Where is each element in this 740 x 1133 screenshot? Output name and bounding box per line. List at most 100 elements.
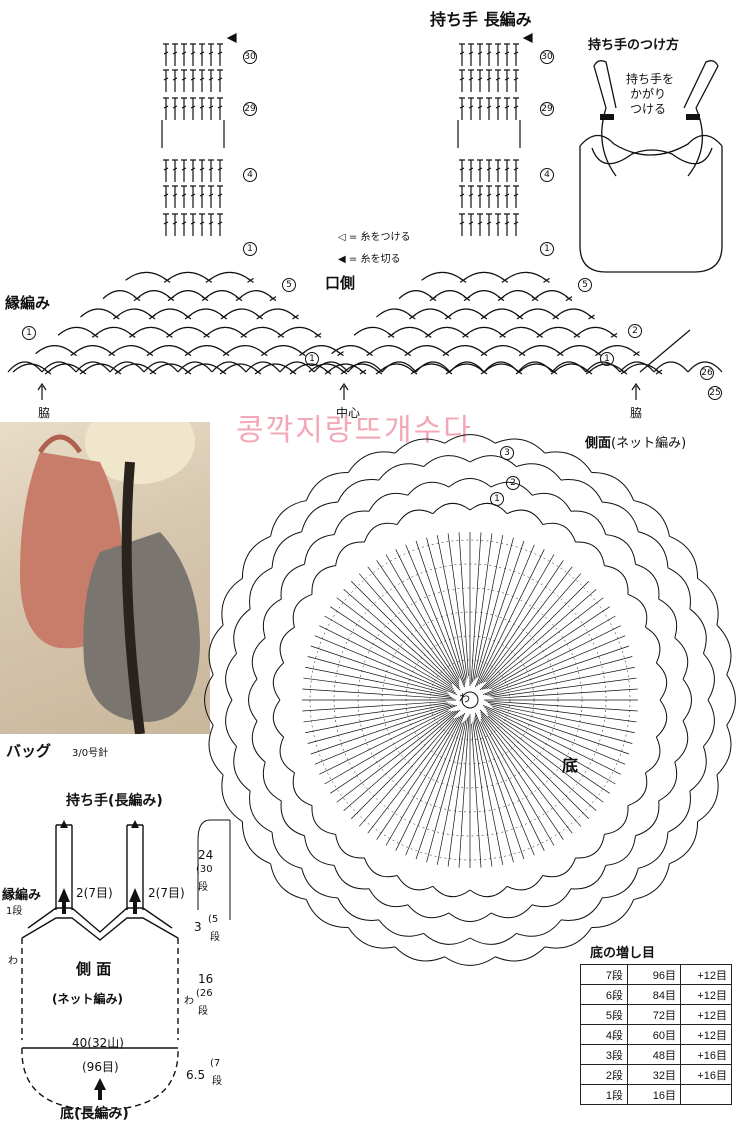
chain-arch: [262, 761, 282, 802]
table-cell: +16目: [680, 1044, 732, 1065]
row-number: 29: [243, 102, 257, 116]
chain-arch: [222, 363, 259, 373]
dim-handle: 24: [198, 848, 214, 862]
radial-stitch: [385, 715, 462, 846]
chain-arch: [143, 361, 179, 373]
chain-arch: [534, 290, 570, 300]
chain-arch: [619, 361, 655, 373]
chain-arch: [279, 361, 315, 373]
radial-stitch: [473, 719, 504, 865]
chain-arch: [396, 875, 434, 891]
chain-arch: [531, 888, 572, 908]
chain-arch: [12, 363, 49, 373]
chain-arch: [238, 290, 274, 300]
handle-stitch: [181, 213, 187, 236]
radial-stitch: [487, 715, 597, 812]
dim-edge: 3: [194, 920, 202, 934]
radial-stitch: [415, 540, 466, 685]
edge-line: [639, 329, 691, 373]
radial-stitch: [489, 703, 635, 734]
chain-arch: [432, 886, 471, 898]
chain-arch: [257, 363, 294, 373]
chain-arch: [407, 481, 450, 496]
handle-stitch: [504, 43, 510, 66]
chain-arch: [407, 345, 447, 355]
handle-stitch: [468, 213, 474, 236]
chain-arch: [697, 774, 719, 823]
bottom-schematic-label: 底(長編み): [60, 1106, 129, 1122]
ring-right: わ: [184, 996, 194, 1007]
row-number: 2: [506, 470, 520, 490]
chain-arch: [490, 904, 533, 919]
sc-mark: [543, 277, 550, 283]
chain-arch: [553, 363, 590, 373]
center-label: 中心: [336, 406, 361, 420]
needle-label: 3/0号針: [72, 748, 109, 759]
chain-arch: [669, 821, 699, 865]
radial-stitch: [447, 717, 468, 867]
handle-stitch: [477, 213, 483, 236]
chain-arch: [204, 290, 240, 300]
radial-stitch: [482, 635, 626, 695]
radial-stitch: [474, 715, 525, 860]
chain-arch: [447, 308, 485, 318]
handle-title: 持ち手 長編み: [430, 10, 532, 29]
handle-stitch: [163, 185, 169, 208]
chain-arch: [658, 761, 678, 802]
handle-gap-line: [161, 120, 225, 148]
chain-arch: [597, 345, 637, 355]
row-ring: [405, 635, 535, 765]
sc-mark: [633, 351, 640, 357]
radial-stitch: [479, 580, 590, 691]
chain-arch: [94, 326, 133, 336]
chain-arch: [177, 361, 213, 373]
chain-arch: [605, 835, 636, 866]
chain-arch: [602, 501, 639, 532]
chain-arch: [444, 434, 496, 444]
chain-arch: [415, 361, 451, 373]
handle-stitch: [163, 213, 169, 236]
chain-arch: [271, 832, 302, 869]
dim-bottom: 6.5: [186, 1068, 206, 1082]
attach-note-3: つける: [630, 102, 667, 116]
chain-arch: [233, 608, 251, 654]
chain-arch: [337, 897, 379, 921]
handle-stitch: [181, 43, 187, 66]
table-cell: 1段: [580, 1084, 628, 1105]
chain-arch: [263, 345, 303, 355]
chain-arch: [311, 805, 336, 835]
handle-stitch: [459, 185, 465, 208]
radial-stitch: [493, 688, 638, 699]
sc-mark: [565, 296, 573, 302]
handle-stitch: [486, 69, 492, 92]
chain-arch: [125, 271, 168, 281]
handle-stitch: [190, 159, 196, 182]
handle-stitch: [513, 185, 519, 208]
table-cell: 3段: [580, 1044, 628, 1065]
handle-stitch: [504, 97, 510, 120]
chain-arch: [262, 598, 282, 639]
chain-arch: [469, 502, 508, 514]
watermark-text: 콩깍지랑뜨개수다: [236, 413, 473, 448]
attach-note-2: かがり: [630, 87, 667, 101]
radial-stitch: [405, 544, 465, 688]
chain-arch: [204, 674, 214, 726]
chain-arch: [506, 875, 544, 891]
chain-arch: [331, 345, 371, 355]
chain-arch: [311, 565, 336, 595]
handle-stitch: [217, 43, 223, 66]
chain-arch: [432, 290, 468, 300]
handle-stitch: [459, 213, 465, 236]
chain-arch: [225, 699, 237, 747]
chain-arch: [304, 534, 335, 565]
marker-arrow: [37, 382, 47, 400]
radial-stitch: [302, 688, 455, 700]
dim-handle-rows: (30: [196, 864, 213, 875]
handle-stitch: [217, 185, 223, 208]
bag-title: バッグ: [6, 742, 52, 760]
bottom-label: 底: [562, 756, 579, 775]
table-cell: +16目: [680, 1064, 732, 1085]
chain-arch: [521, 345, 561, 355]
